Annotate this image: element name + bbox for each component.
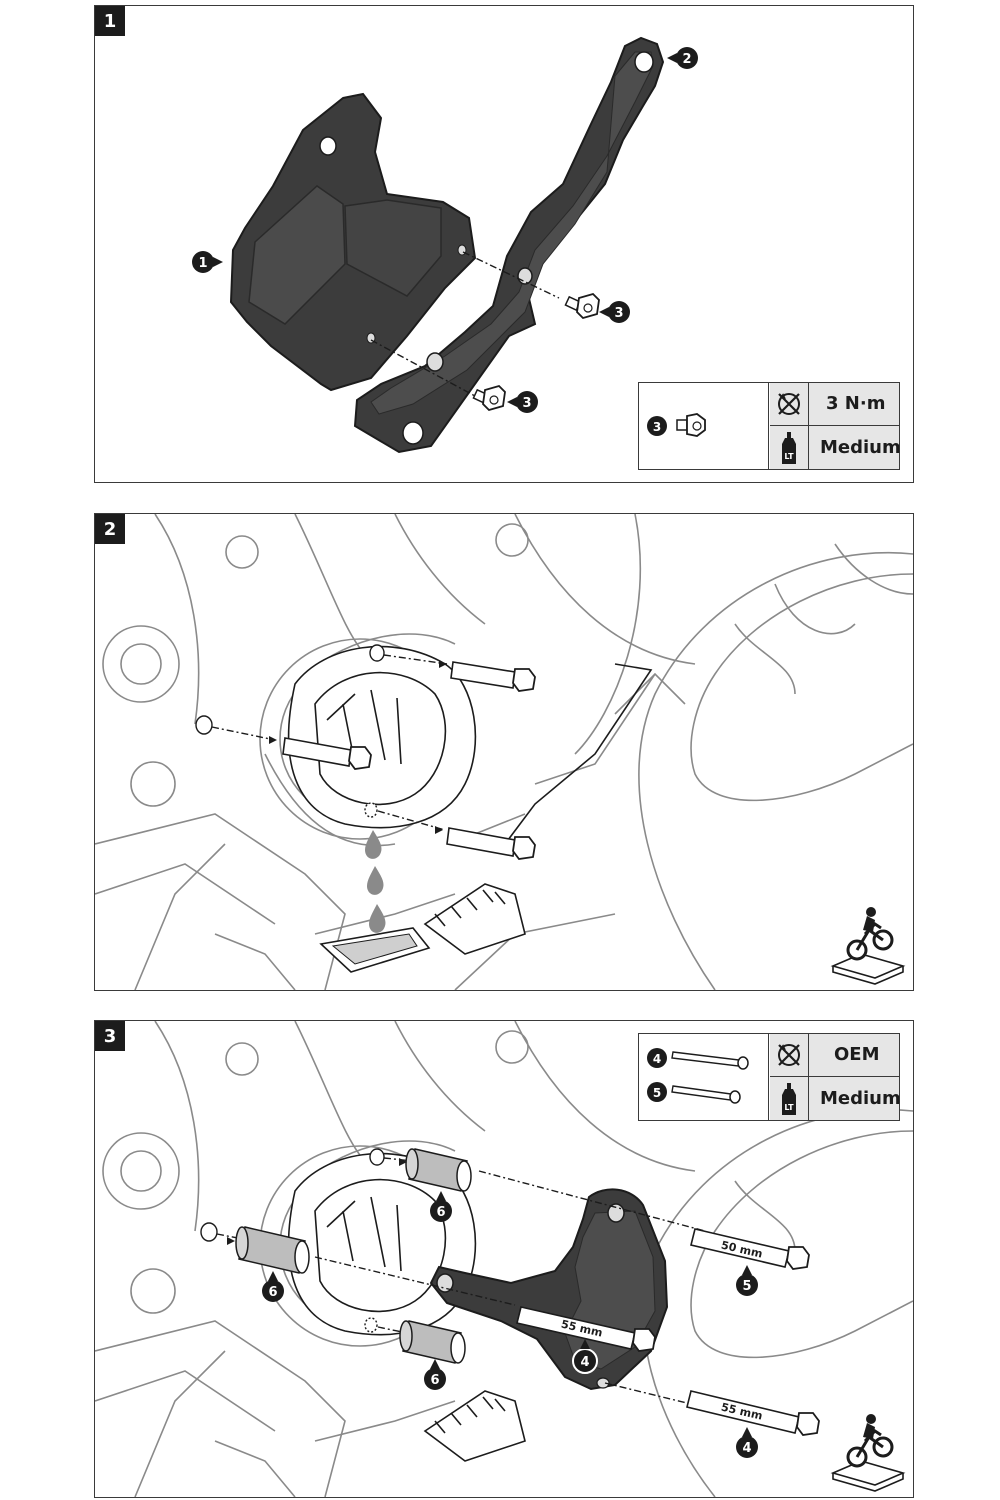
- spacer-left: [227, 1226, 310, 1274]
- motorcycle-on-stand-icon: [830, 1414, 906, 1492]
- threadlock-cell: LT Medium: [770, 1077, 901, 1120]
- step-1-illustration: 1 2 3 3: [192, 36, 698, 454]
- brake-disc: [638, 543, 913, 990]
- svg-text:4: 4: [580, 1355, 589, 1370]
- svg-text:3: 3: [614, 306, 623, 321]
- bolt-upper: [439, 660, 536, 692]
- svg-text:6: 6: [430, 1373, 439, 1388]
- spacer-upper: [399, 1148, 472, 1192]
- footpeg: [423, 1390, 526, 1462]
- callout-1: 1: [192, 251, 223, 273]
- bolt-4-inner: 55 mm: [516, 1306, 656, 1352]
- step-1-spec-table: 3 3 N·m LT: [638, 382, 901, 470]
- torque-value: OEM: [834, 1044, 880, 1065]
- spec-parts-cell: 4 5: [639, 1034, 769, 1120]
- mounting-holes: [195, 644, 385, 818]
- svg-text:5: 5: [653, 1086, 661, 1100]
- svg-text:LT: LT: [784, 1103, 794, 1112]
- brake-pump-cover: [287, 1152, 477, 1336]
- step-3-badge: 3: [95, 1021, 125, 1051]
- step-3-illustration: 50 mm 55 mm 55 mm 6 6 6: [95, 1021, 913, 1497]
- svg-text:3: 3: [653, 420, 661, 434]
- bolt-lower: [472, 384, 506, 412]
- step-3-spec-table: 4 5 OEM: [638, 1033, 901, 1121]
- bolt-upper: [564, 292, 600, 320]
- svg-text:4: 4: [742, 1441, 751, 1456]
- callout-3-lower: 3: [507, 391, 538, 413]
- svg-text:3: 3: [522, 396, 531, 411]
- spacer-lower: [399, 1320, 466, 1364]
- callout-2: 2: [667, 47, 698, 69]
- bolt-middle: [269, 736, 372, 770]
- callout-4-inner: 4: [572, 1339, 598, 1374]
- bolt-4-outer: 55 mm: [686, 1390, 820, 1436]
- oil-drip-icon: [365, 830, 386, 933]
- step-2-panel: 2: [94, 513, 914, 991]
- footpeg-bracket: [504, 663, 653, 845]
- step-1-badge: 1: [95, 6, 125, 36]
- svg-text:4: 4: [653, 1052, 661, 1066]
- threadlock-value: Medium: [820, 1088, 901, 1109]
- spec-part-cell: 3: [639, 383, 769, 469]
- callout-6-left: 6: [262, 1271, 284, 1302]
- svg-text:2: 2: [682, 52, 691, 67]
- svg-text:LT: LT: [784, 452, 794, 461]
- callout-3-upper: 3: [599, 301, 630, 323]
- removal-lines: [211, 654, 448, 831]
- threadlocker-bottle-icon: LT: [770, 426, 809, 469]
- threadlock-cell: LT Medium: [770, 426, 901, 469]
- torque-wrench-icon: [770, 383, 809, 425]
- svg-text:5: 5: [742, 1279, 751, 1294]
- callout-5: 5: [736, 1265, 758, 1296]
- svg-text:6: 6: [268, 1285, 277, 1300]
- motorcycle-on-stand-icon: [830, 907, 906, 985]
- cover-plate: [229, 92, 477, 392]
- brake-pump-cover: [287, 645, 477, 829]
- torque-cell: 3 N·m: [770, 383, 899, 426]
- step-2-illustration: [95, 514, 913, 990]
- callout-4-outer: 4: [736, 1427, 758, 1458]
- bolt-lower: [435, 826, 536, 860]
- mounting-holes: [200, 1148, 385, 1333]
- step-1-panel: 1: [94, 5, 914, 483]
- torque-value: 3 N·m: [826, 393, 886, 414]
- footpeg: [423, 883, 526, 955]
- svg-text:6: 6: [436, 1205, 445, 1220]
- threadlocker-bottle-icon: LT: [770, 1077, 809, 1120]
- svg-text:1: 1: [198, 256, 207, 271]
- callout-6-upper: 6: [430, 1191, 452, 1222]
- callout-6-lower: 6: [424, 1359, 446, 1390]
- step-3-panel: 3: [94, 1020, 914, 1498]
- step-2-badge: 2: [95, 514, 125, 544]
- torque-wrench-icon: [770, 1034, 809, 1076]
- drain-pan: [319, 927, 431, 973]
- threadlock-value: Medium: [820, 437, 901, 458]
- torque-cell: OEM: [770, 1034, 899, 1077]
- bolt-5: 50 mm: [690, 1228, 810, 1270]
- alignment-lines: [216, 1157, 706, 1406]
- alignment-lines: [370, 251, 560, 397]
